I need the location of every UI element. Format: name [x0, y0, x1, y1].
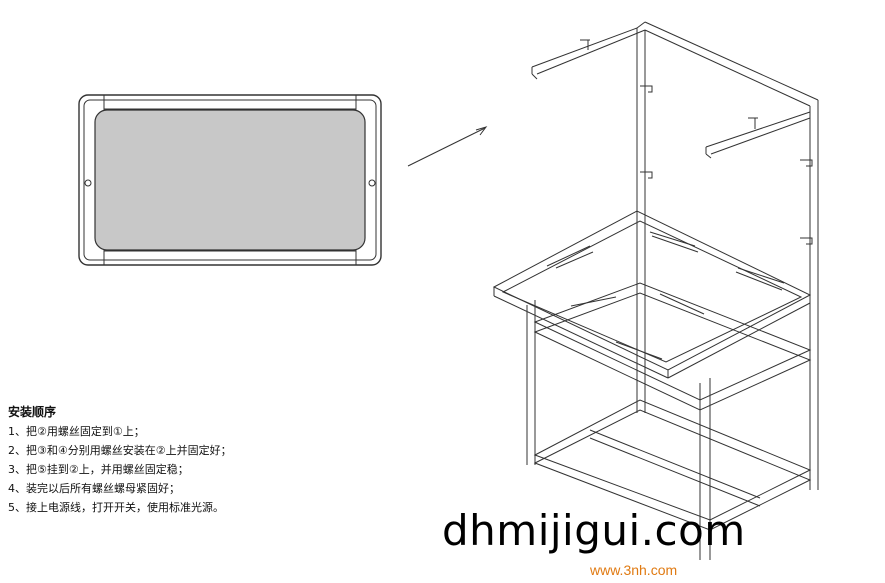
instruction-step: 3、把⑤挂到②上，并用螺丝固定稳；	[8, 463, 189, 476]
light-panel	[78, 94, 382, 266]
mount-hole-left	[84, 179, 92, 187]
instruction-step: 2、把③和④分别用螺丝安装在②上并固定好；	[8, 444, 232, 457]
panel-inner-frame	[83, 99, 377, 261]
instruction-step: 5、接上电源线，打开开关，使用标准光源。	[8, 501, 224, 514]
assembly-instructions: 安装顺序 1、把②用螺丝固定到①上； 2、把③和④分别用螺丝安装在②上并固定好；…	[8, 403, 338, 517]
instruction-step: 4、装完以后所有螺丝螺母紧固好；	[8, 482, 180, 495]
watermark-sub: www.3nh.com	[590, 562, 678, 578]
instructions-heading: 安装顺序	[8, 405, 57, 419]
diffuser-panel	[94, 109, 366, 251]
watermark-main: dhmijigui.com	[442, 506, 746, 555]
mount-hole-right	[368, 179, 376, 187]
arrow-icon	[407, 126, 488, 167]
cabinet-frame	[492, 21, 819, 560]
instruction-step: 1、把②用螺丝固定到①上；	[8, 425, 145, 438]
